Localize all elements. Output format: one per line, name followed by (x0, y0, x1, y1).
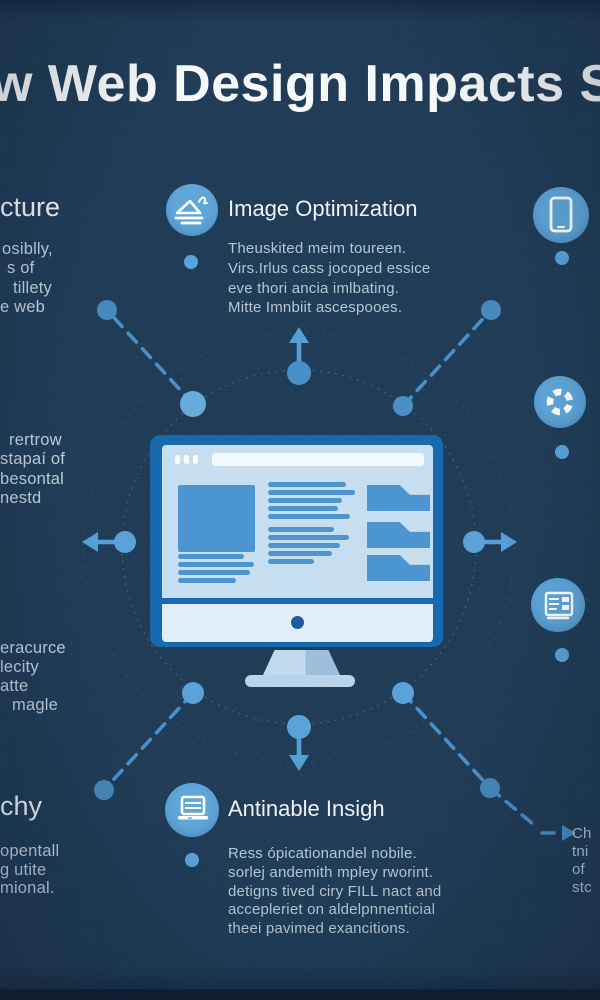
browser-dot (175, 455, 180, 464)
text-line-shape (268, 482, 346, 487)
body-line: tni (572, 843, 589, 860)
section-heading-structure: cture (0, 192, 61, 222)
body-line: opentall (0, 842, 60, 860)
browser-dot (193, 455, 198, 464)
arrowhead-up (289, 327, 309, 343)
folder-icon (367, 555, 430, 581)
image-optimization-glyph (174, 196, 208, 225)
text-line-shape (178, 570, 250, 575)
webpage-glyph (544, 591, 574, 620)
body-line: accepleriet on aldelpnnenticial (228, 901, 436, 918)
bottom-dark-band (0, 989, 600, 1000)
body-line: Mitte Imnbiit ascespooes. (228, 299, 403, 316)
bullet-dot (555, 445, 569, 459)
section-heading-hierarchy: chy (0, 791, 43, 821)
body-line: Ress ópicationandel nobile. (228, 845, 417, 862)
text-line-shape (268, 551, 332, 556)
laptop-glyph (178, 795, 208, 820)
image-optimization-icon (166, 184, 218, 236)
body-line: stc (572, 879, 592, 896)
bullet-dot (185, 853, 199, 867)
page-title: w Web Design Impacts S (0, 55, 600, 113)
body-line: e web (0, 298, 46, 316)
smartphone-icon (533, 187, 589, 243)
monitor-power-dot (291, 616, 304, 629)
body-line: mional. (0, 879, 55, 897)
text-line-shape (178, 554, 244, 559)
folder-icon (367, 485, 430, 511)
body-line: Ch (572, 825, 592, 842)
text-line-shape (268, 490, 355, 495)
body-line: besontal (0, 470, 64, 488)
body-line: nestd (0, 489, 42, 507)
gear-icon (534, 376, 586, 428)
text-line-shape (268, 535, 349, 540)
body-line: lecity (0, 658, 39, 676)
laptop-icon (165, 783, 219, 837)
body-line: theei pavimed exancitions. (228, 920, 410, 937)
body-line: eracurce (0, 639, 66, 657)
body-line: detigns tived ciry FILL nact and (228, 883, 442, 900)
text-line-shape (268, 559, 314, 564)
gear-glyph (546, 388, 574, 416)
smartphone-glyph (549, 196, 573, 233)
text-line-shape (268, 506, 338, 511)
text-line-shape (178, 578, 236, 583)
monitor-stand-neck (263, 650, 340, 675)
section-heading-actionable-insight: Antinable Insigh (228, 796, 385, 821)
monitor-chin (162, 604, 433, 642)
arrowhead-down (289, 755, 309, 771)
body-line: eve thori ancia imlbating. (228, 280, 400, 297)
body-line: sorlej andemith mpley rworint. (228, 864, 434, 881)
monitor-stand-base (245, 675, 355, 687)
body-line: g utite (0, 861, 47, 879)
body-line: Theuskited meim toureen. (228, 240, 407, 257)
body-line: Virs.Irlus cass jocoped essice (228, 260, 431, 277)
page-image-placeholder (178, 485, 255, 552)
address-bar (212, 453, 424, 466)
body-line: tillety (13, 279, 52, 297)
monitor-screen (162, 445, 433, 598)
body-line: osiblly, (2, 240, 53, 258)
body-line: s of (7, 259, 35, 277)
body-line: stapaí of (0, 450, 66, 468)
text-line-shape (178, 562, 254, 567)
text-line-shape (268, 527, 334, 532)
browser-dot (184, 455, 189, 464)
bullet-dot (555, 251, 569, 265)
body-line: of (572, 861, 585, 878)
body-line: magle (12, 696, 58, 714)
body-line: rertrow (9, 431, 62, 449)
bullet-dot (555, 648, 569, 662)
arrowhead-right (501, 532, 517, 552)
text-line-shape (268, 543, 340, 548)
section-heading-image-optimization: Image Optimization (228, 196, 418, 221)
body-line: atte (0, 677, 29, 695)
bullet-dot (184, 255, 198, 269)
webpage-icon (531, 578, 585, 632)
text-line-shape (268, 498, 342, 503)
folder-icon (367, 522, 430, 548)
text-line-shape (268, 514, 350, 519)
